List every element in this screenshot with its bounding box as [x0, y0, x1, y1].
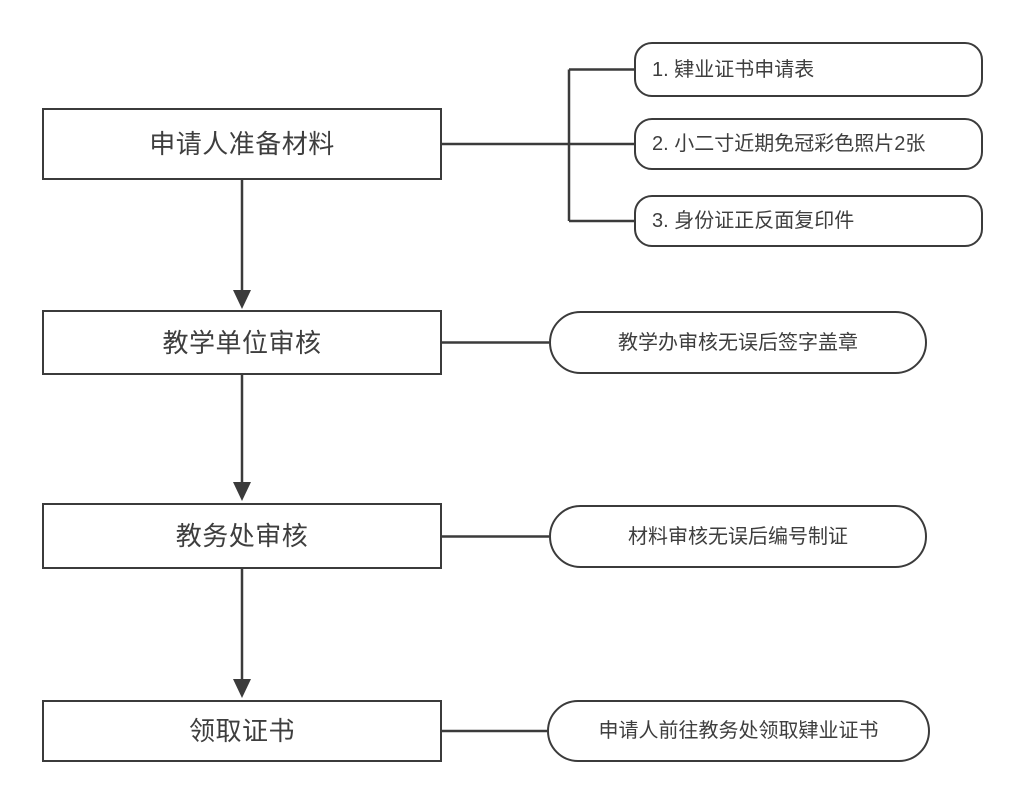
- annotation-label: 申请人前往教务处领取肄业证书: [598, 720, 879, 742]
- step-label: 教学单位审核: [162, 327, 322, 358]
- step-box-prepare-materials: 申请人准备材料: [42, 108, 442, 180]
- annotation-box-collect-at-office: 申请人前往教务处领取肄业证书: [547, 700, 930, 762]
- annotation-label: 教学办审核无误后签字盖章: [618, 331, 858, 354]
- arrowhead-group: [233, 290, 251, 698]
- annotation-box-id-copy: 3. 身份证正反面复印件: [634, 195, 983, 247]
- step-box-teaching-unit-review: 教学单位审核: [42, 310, 442, 375]
- arrowhead-icon: [233, 290, 251, 309]
- step-label: 领取证书: [188, 716, 295, 746]
- annotation-label: 1. 肄业证书申请表: [652, 58, 815, 81]
- connector-line-group: [240, 68, 634, 733]
- arrowhead-icon: [233, 482, 251, 501]
- annotation-box-number-certificate: 材料审核无误后编号制证: [549, 505, 927, 568]
- step-box-collect-certificate: 领取证书: [42, 700, 442, 762]
- arrowhead-icon: [233, 679, 251, 698]
- step-label: 申请人准备材料: [149, 129, 335, 159]
- annotation-box-application-form: 1. 肄业证书申请表: [634, 42, 983, 97]
- annotation-box-photos: 2. 小二寸近期免冠彩色照片2张: [634, 118, 983, 170]
- annotation-label: 2. 小二寸近期免冠彩色照片2张: [652, 133, 926, 155]
- annotation-box-sign-stamp: 教学办审核无误后签字盖章: [549, 311, 927, 374]
- step-box-academic-office-review: 教务处审核: [42, 503, 442, 569]
- annotation-label: 3. 身份证正反面复印件: [652, 210, 855, 232]
- annotation-label: 材料审核无误后编号制证: [628, 525, 848, 548]
- step-label: 教务处审核: [175, 521, 309, 551]
